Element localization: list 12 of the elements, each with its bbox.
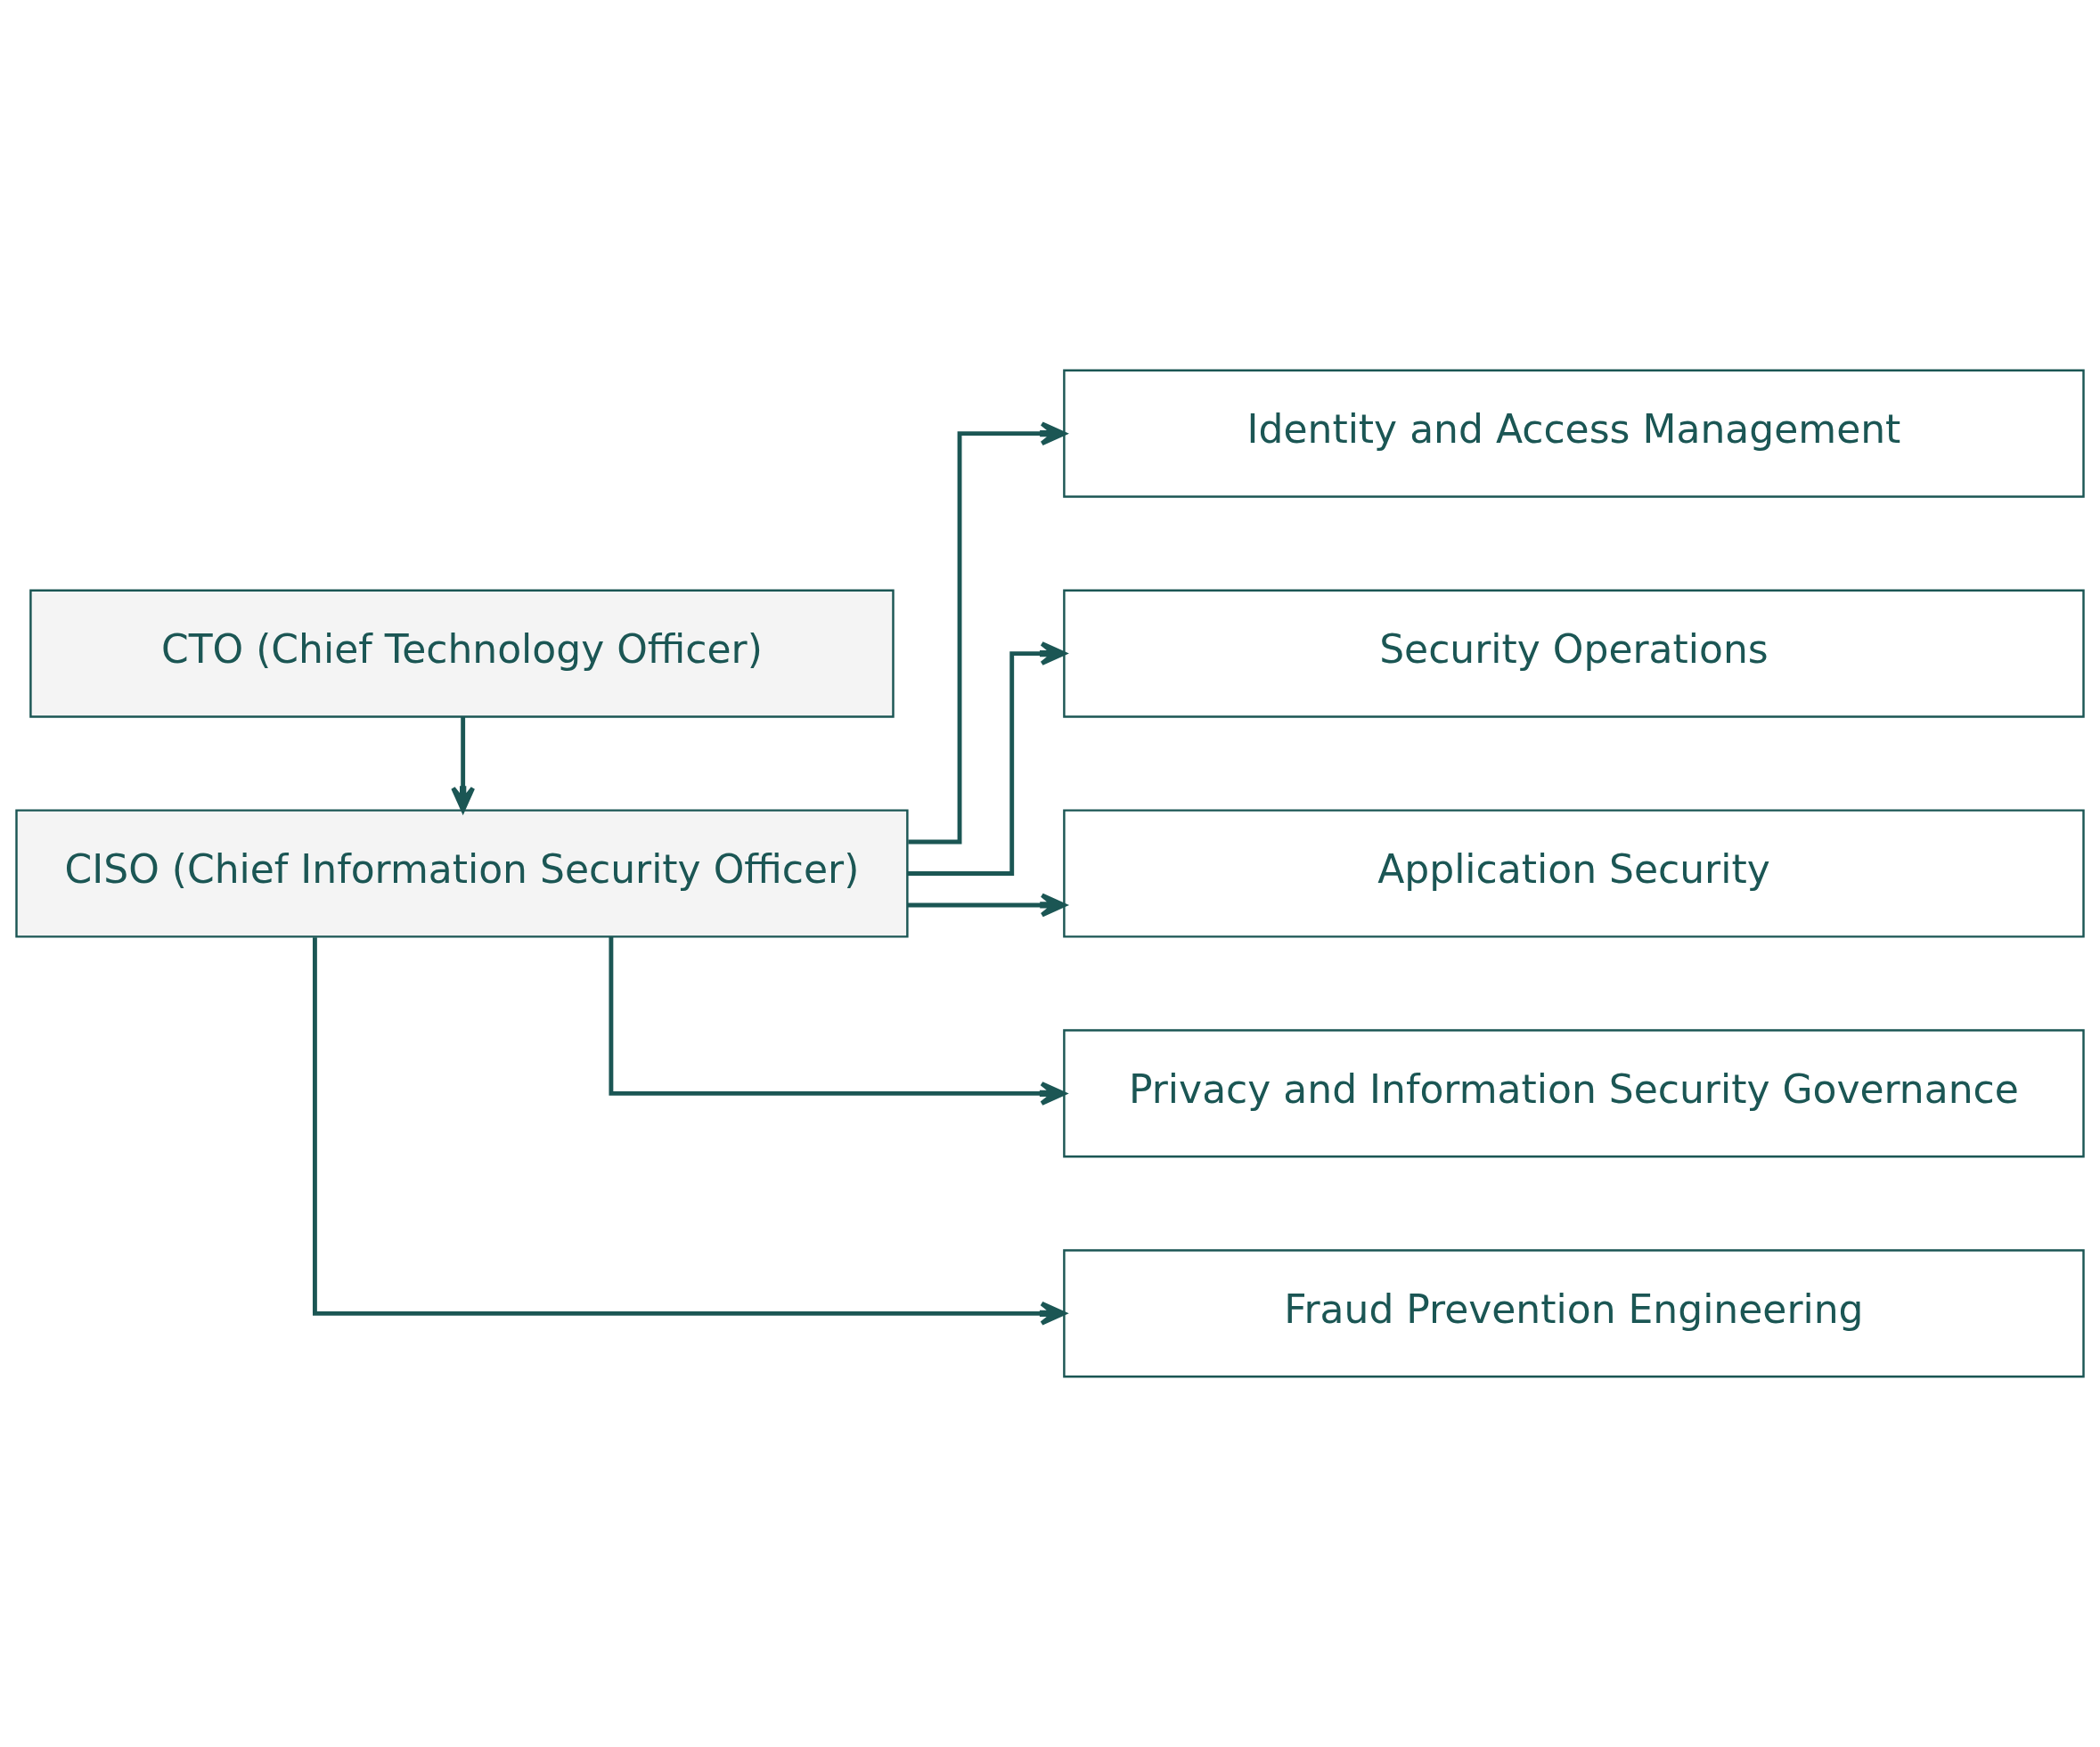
arrow <box>312 937 1066 1326</box>
arrow <box>907 641 1066 876</box>
node-box: Identity and Access Management <box>1063 369 2085 498</box>
arrow <box>907 893 1066 918</box>
arrow <box>908 421 1066 845</box>
node-box: CISO (Chief Information Security Officer) <box>15 809 909 938</box>
node-box: Fraud Prevention Engineering <box>1063 1249 2085 1378</box>
node-box: CTO (Chief Technology Officer) <box>29 589 895 718</box>
node-box: Application Security <box>1063 809 2085 938</box>
node-box: Privacy and Information Security Governance <box>1063 1029 2085 1158</box>
arrow <box>609 936 1066 1106</box>
node-box: Security Operations <box>1063 589 2085 718</box>
